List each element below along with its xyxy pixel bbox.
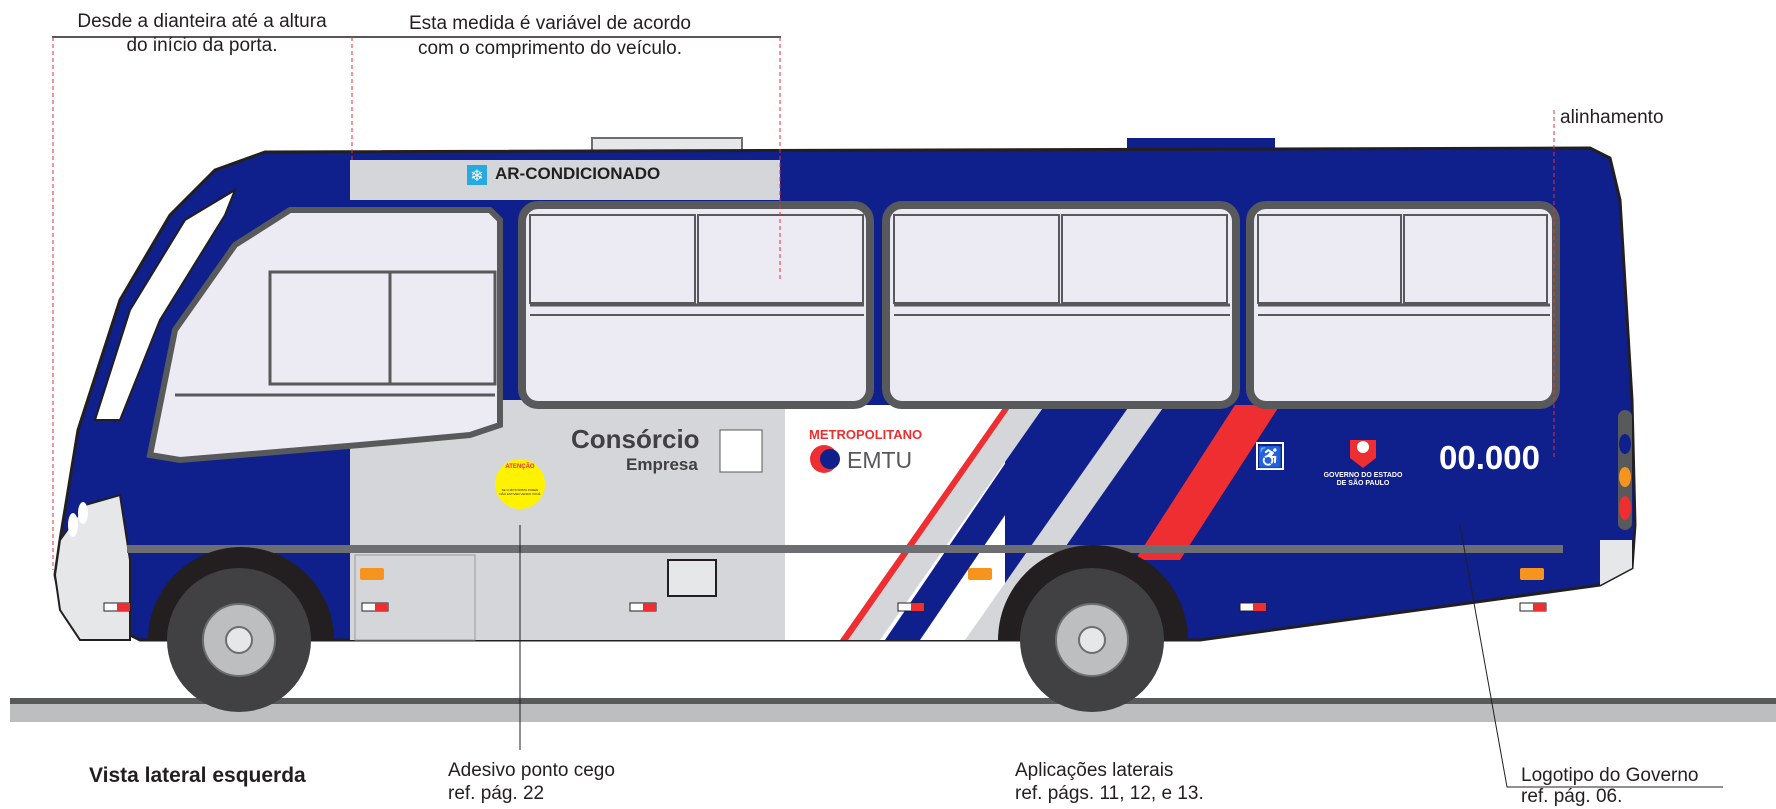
blind-spot-sticker bbox=[495, 459, 545, 509]
headlight bbox=[78, 502, 88, 524]
side-apps-note-line2: ref. págs. 11, 12, e 13. bbox=[1015, 783, 1204, 804]
ground-strip bbox=[10, 700, 1776, 722]
reflectors bbox=[103, 602, 1547, 612]
svg-text:❄: ❄ bbox=[470, 168, 483, 185]
front-wheel bbox=[167, 568, 311, 712]
blind-spot-note-line1: Adesivo ponto cego bbox=[448, 760, 615, 781]
side-marker-light bbox=[1520, 568, 1544, 580]
roof-sign-panel bbox=[350, 160, 780, 200]
svg-text:♿: ♿ bbox=[1258, 445, 1283, 469]
rub-rail bbox=[127, 545, 1563, 553]
view-title: Vista lateral esquerda bbox=[89, 764, 306, 787]
sao-paulo-crest-icon bbox=[1350, 440, 1376, 468]
fuel-door bbox=[667, 559, 717, 597]
ground-line bbox=[10, 698, 1776, 704]
blind-spot-note-line2: ref. pág. 22 bbox=[448, 783, 545, 804]
variable-note-line1: Esta medida é variável de acordo bbox=[409, 13, 691, 34]
front-note-line1: Desde a dianteira até a altura bbox=[77, 11, 327, 32]
gov-label-line2: DE SÃO PAULO bbox=[1336, 480, 1390, 487]
company-logo-box bbox=[719, 429, 763, 473]
side-marker-light bbox=[968, 568, 992, 580]
alignment-label: alinhamento bbox=[1560, 107, 1664, 128]
metro-label: METROPOLITANO bbox=[809, 427, 923, 442]
side-marker-light bbox=[360, 568, 384, 580]
passenger-window-2 bbox=[882, 201, 1240, 409]
passenger-window-1 bbox=[518, 201, 874, 409]
fleet-number: 00.000 bbox=[1439, 439, 1540, 476]
wheelchair-icon bbox=[1256, 442, 1284, 470]
windshield bbox=[93, 187, 238, 421]
front-note-line2: do início da porta. bbox=[126, 35, 278, 56]
passenger-window-3 bbox=[1246, 201, 1560, 409]
stripe-grey-2 bbox=[965, 405, 1165, 640]
leader-gov-logo bbox=[1459, 524, 1723, 788]
company-label: Empresa bbox=[626, 455, 698, 474]
consortium-label: Consórcio bbox=[571, 424, 700, 454]
stripe-red-thin bbox=[840, 405, 1012, 640]
stripe-red-thick bbox=[1135, 405, 1280, 560]
rear-bumper bbox=[1600, 540, 1632, 585]
variable-note-line2: com o comprimento do veículo. bbox=[417, 38, 682, 59]
gov-logo-note-line2: ref. pág. 06. bbox=[1521, 786, 1623, 807]
gov-logo-note-line1: Logotipo do Governo bbox=[1521, 765, 1699, 786]
gov-label-line1: GOVERNO DO ESTADO bbox=[1323, 472, 1403, 479]
emtu-label: EMTU bbox=[847, 447, 913, 473]
roof-sign-label: AR-CONDICIONADO bbox=[495, 164, 661, 183]
headlight bbox=[68, 513, 78, 537]
stripe-blue-1 bbox=[885, 405, 1080, 640]
side-apps-note-line1: Aplicações laterais bbox=[1015, 760, 1174, 781]
rear-wheel bbox=[1020, 568, 1164, 712]
stripe-grey-1 bbox=[845, 405, 1045, 640]
blind-spot-text: SE O MOTORISTA PUDER NÃO ESTIVER VENDO V… bbox=[499, 488, 541, 496]
snowflake-icon bbox=[467, 165, 487, 185]
blind-spot-title: ATENÇÃO bbox=[505, 464, 535, 470]
